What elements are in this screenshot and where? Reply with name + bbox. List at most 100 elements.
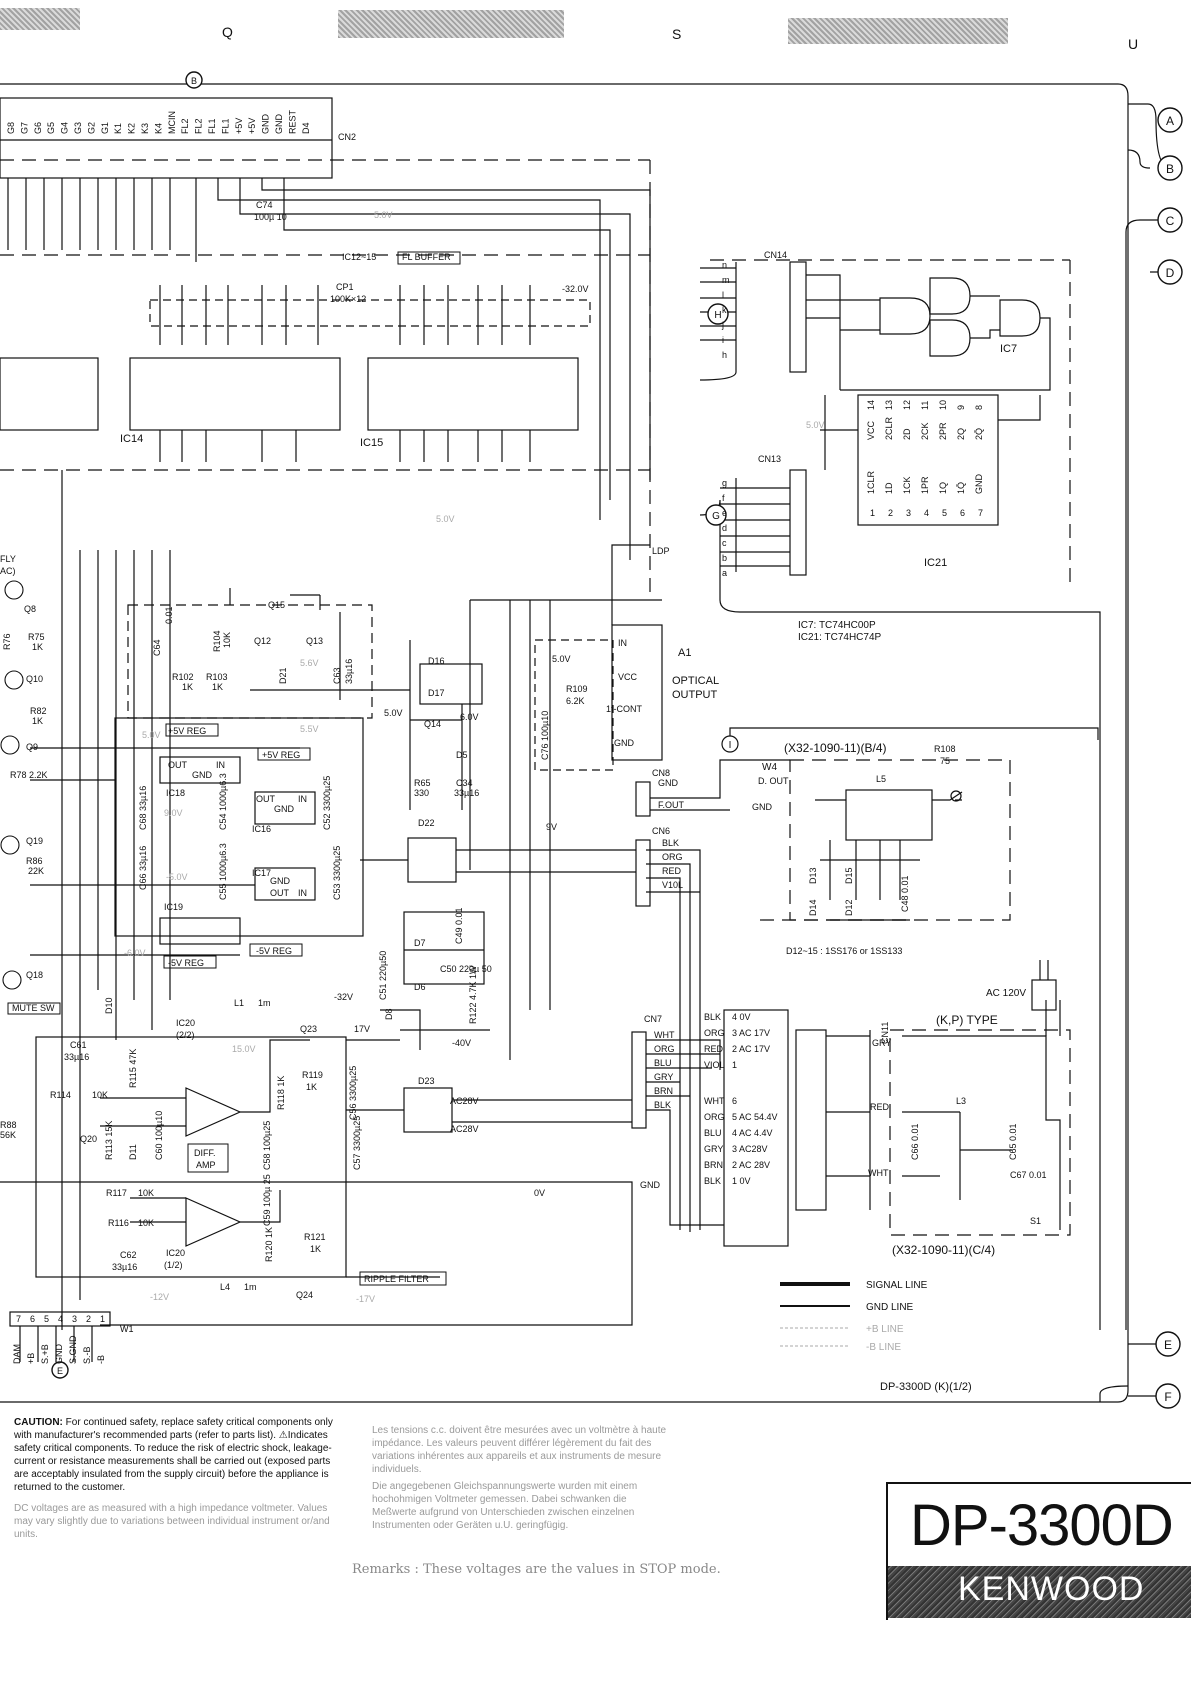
voltage-6-0: 6.0V (460, 712, 479, 722)
cn13-label: CN13 (758, 454, 781, 464)
cn14-pin: i (722, 335, 724, 345)
reg-neg5v-a: -5V REG (168, 958, 204, 968)
q19-label: Q19 (26, 836, 43, 846)
ic21-bot-pin: 5 (942, 508, 947, 518)
w1-label: W1 (120, 1324, 134, 1334)
ic19-label: IC19 (164, 902, 183, 912)
r122-label: R122 4.7K 1W (468, 965, 478, 1024)
c76-label: C76 100µ10 (540, 711, 550, 760)
ic21-bot-pin: 7 (978, 508, 983, 518)
ic16-label: IC16 (252, 824, 271, 834)
ic21-top-name: 2PR (938, 422, 948, 440)
power-type-label: (K,P) TYPE (936, 1013, 998, 1027)
ic21-top-name: 2CK (920, 422, 930, 440)
cn7-gnd: GND (640, 1180, 661, 1190)
r75-value: 1K (32, 642, 43, 652)
ic21-top-pin: 8 (974, 405, 984, 410)
voltage-5v-mid: 5.0V (436, 514, 455, 524)
cn2-pin-name: FL1 (207, 118, 217, 134)
ic21-bot-pin: 3 (906, 508, 911, 518)
cn7-pin: WHT (654, 1030, 675, 1040)
voltage-5-5: 5.5V (300, 724, 319, 734)
c60-label: C60 100µ10 (154, 1111, 164, 1160)
ic21-label: IC21 (924, 557, 947, 569)
r116-label: R116 (108, 1218, 129, 1228)
legend-minus-b-line: -B LINE (866, 1342, 901, 1353)
c59-label: C59 100µ 25 (262, 1174, 272, 1226)
q12-label: Q12 (254, 636, 271, 646)
d7-label: D7 (414, 938, 426, 948)
cn2-pin-name: D4 (301, 122, 311, 134)
ac-120v: AC 120V (986, 988, 1026, 999)
power-wire-value: 4 AC 4.4V (732, 1128, 773, 1138)
c54-label: C54 1000µ6.3 (218, 773, 228, 830)
q23-label: Q23 (300, 1024, 317, 1034)
ic17-gnd: GND (270, 876, 291, 886)
ic21-bot-name: 1D (884, 482, 894, 494)
optical-pin-in: IN (618, 638, 627, 648)
power-wire-value: 1 0V (732, 1176, 751, 1186)
power-wire-value: 2 AC 28V (732, 1160, 770, 1170)
voltage-15v: 15.0V (232, 1044, 256, 1054)
c57-label: C57 3300µ25 (352, 1116, 362, 1170)
cn2-pin-name: REST (287, 109, 297, 134)
c64-value: 0.01 (164, 606, 174, 624)
r82-label: R82 (30, 706, 47, 716)
c51-label: C51 220µ50 (378, 951, 388, 1000)
l4-value: 1m (244, 1282, 257, 1292)
ic21-type: IC21: TC74HC74P (798, 632, 882, 643)
voltage-17v: 17V (354, 1024, 370, 1034)
ic21-top-name: 2D (902, 428, 912, 440)
voltage-neg32: -32V (334, 992, 353, 1002)
d5-label: D5 (456, 750, 468, 760)
r86-label: R86 (26, 856, 43, 866)
c34-label: C34 (456, 778, 473, 788)
cn14-label: CN14 (764, 250, 787, 260)
optical-a1: A1 (678, 647, 691, 659)
power-wire-color: WHT (704, 1096, 725, 1106)
power-wire-color: GRY (704, 1144, 723, 1154)
ic21-top-name: 2CLR (884, 416, 894, 440)
w1-pin: 7 (16, 1314, 21, 1324)
cn2-pin-name: +5V (247, 118, 257, 134)
voltage-neg40: -40V (452, 1038, 471, 1048)
r108-label: R108 (934, 744, 956, 754)
cn2-pin-name: K4 (153, 123, 163, 134)
offpage-ref-b-top: B (191, 76, 197, 86)
offpage-ref-c: C (1166, 214, 1175, 228)
l1-label: L1 (234, 998, 244, 1008)
multilingual-notes: Les tensions c.c. doivent être mesurées … (372, 1424, 672, 1532)
ic7-type: IC7: TC74HC00P (798, 620, 876, 631)
q10-label: Q10 (26, 674, 43, 684)
w1-pin-name: GND (54, 1344, 64, 1365)
ic17-in: IN (298, 888, 307, 898)
cn2-pin-name: G2 (86, 122, 96, 134)
power-wire-color: VIOL (704, 1060, 725, 1070)
q9-label: Q9 (26, 742, 38, 752)
cn2-pin-name: GND (261, 114, 271, 135)
cn2-pin-name: K2 (127, 123, 137, 134)
r108-value: 75 (940, 756, 950, 766)
power-wire-color: BLK (704, 1012, 721, 1022)
cn13-pin: c (722, 538, 727, 548)
power-wire-value: 1 (732, 1060, 737, 1070)
fl-buffer-prefix: IC12~15 (342, 252, 376, 262)
r117-label: R117 (106, 1188, 127, 1198)
ic15-label: IC15 (360, 437, 383, 449)
l4-label: L4 (220, 1282, 230, 1292)
cn6-pin: ORG (662, 852, 683, 862)
voltage-neg12v: -12V (150, 1292, 169, 1302)
d16-label: D16 (428, 656, 445, 666)
voltage-5v-reg: 5.0V (142, 730, 161, 740)
cn2-pin-name: K1 (113, 123, 123, 134)
cn2-pin-name: G4 (60, 122, 70, 134)
c62-value: 33µ16 (112, 1262, 137, 1272)
ic16-out: OUT (256, 794, 276, 804)
r102-value: 1K (182, 682, 193, 692)
note-dc: DC voltages are as measured with a high … (14, 1503, 330, 1540)
